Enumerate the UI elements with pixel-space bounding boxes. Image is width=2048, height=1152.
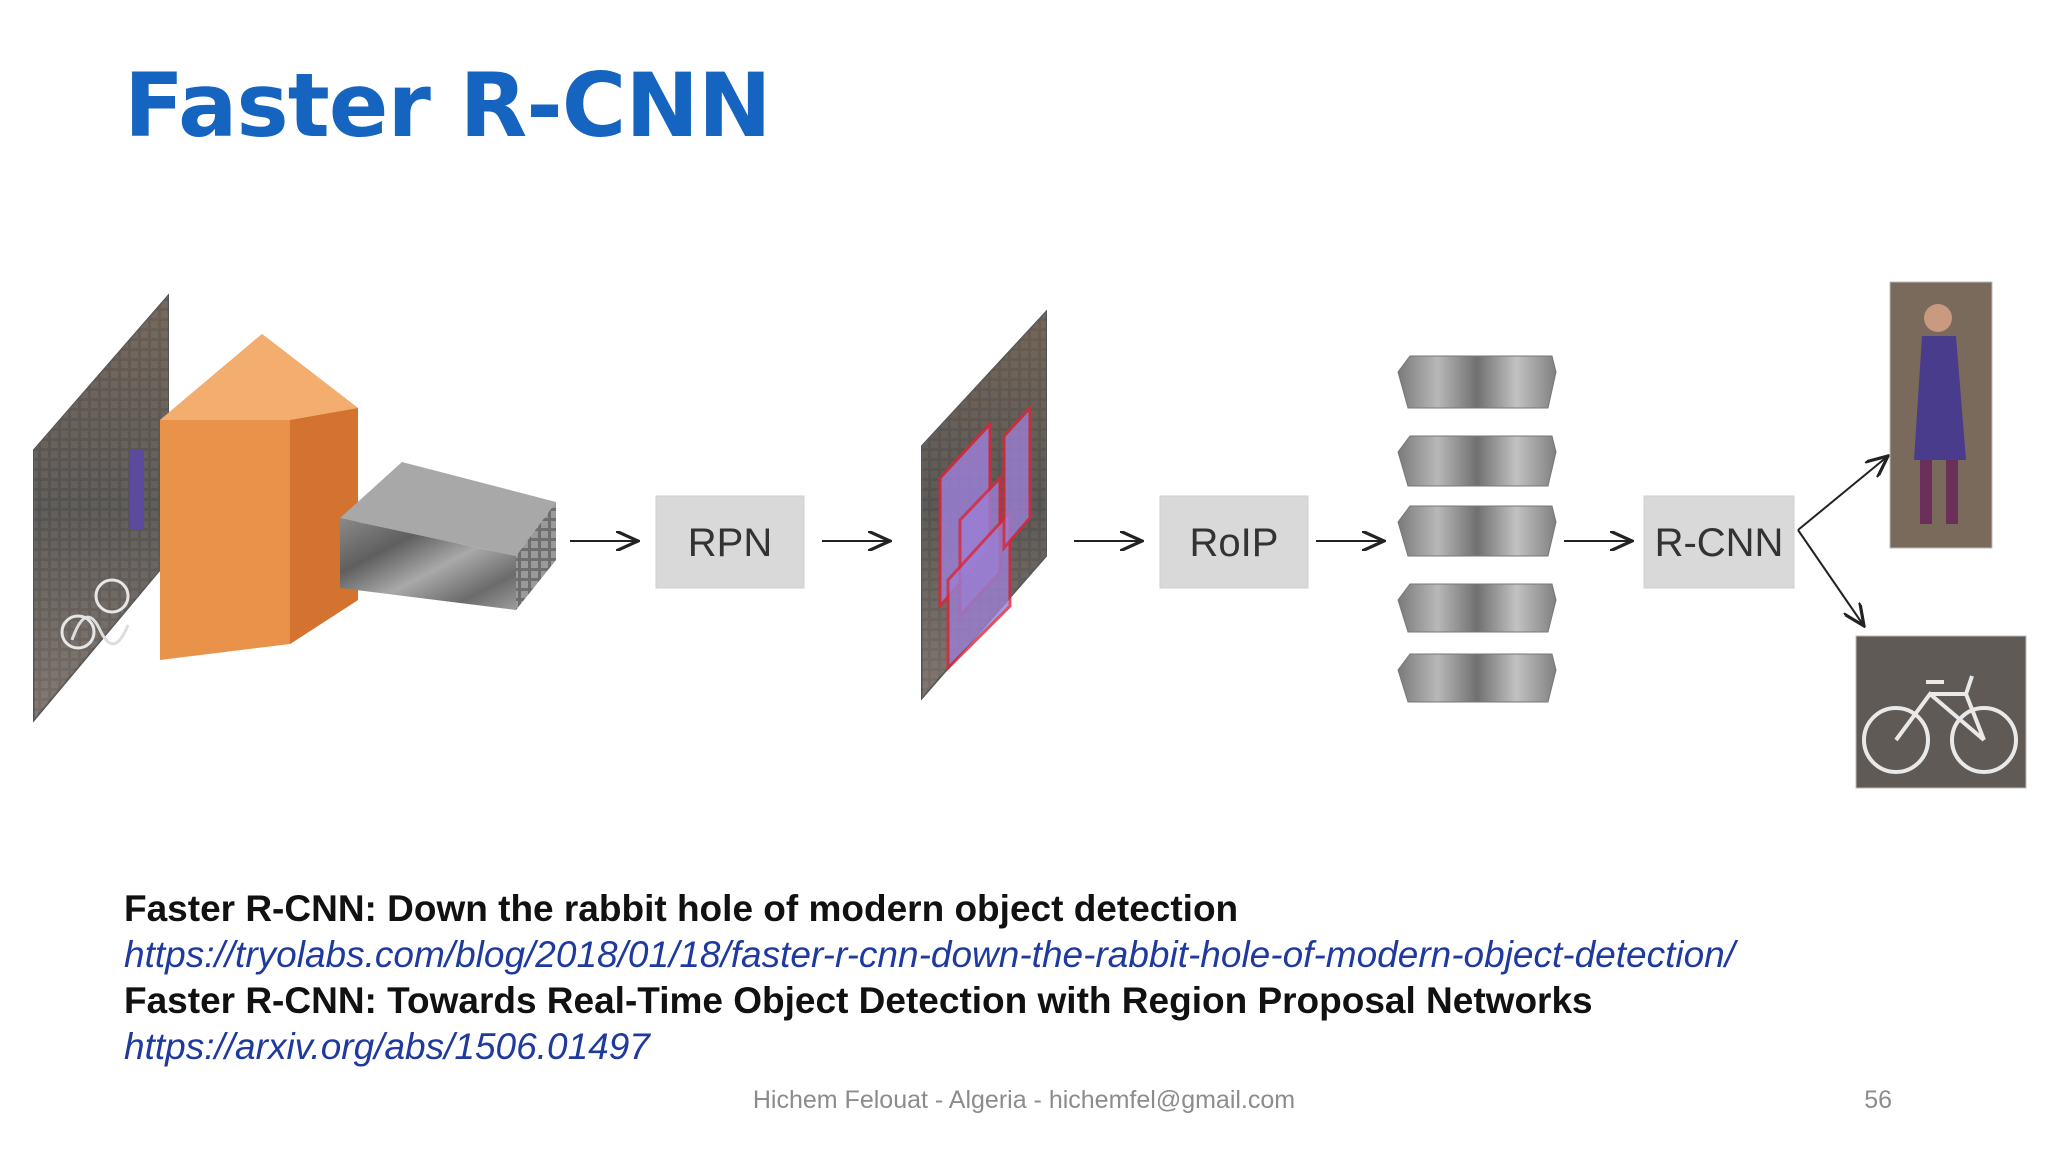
roip-box: RoIP <box>1159 495 1309 589</box>
pooled-feature-bar <box>1397 583 1557 633</box>
detected-bicycle-image <box>1855 635 2027 789</box>
pooled-feature-bar <box>1397 355 1557 409</box>
slide-title: Faster R-CNN <box>124 54 772 157</box>
cnn-backbone-block <box>160 334 358 660</box>
reference-link[interactable]: https://arxiv.org/abs/1506.01497 <box>124 1026 650 1067</box>
arrow <box>1797 456 1888 531</box>
detected-person-image <box>1889 281 1993 549</box>
roip-label: RoIP <box>1190 521 1279 565</box>
page-number: 56 <box>1864 1086 1892 1114</box>
references: Faster R-CNN: Down the rabbit hole of mo… <box>124 886 1984 1070</box>
pooled-feature-bar <box>1397 653 1557 703</box>
rpn-box: RPN <box>655 495 805 589</box>
input-image <box>33 293 169 723</box>
reference-title: Faster R-CNN: Down the rabbit hole of mo… <box>124 888 1239 929</box>
faster-rcnn-diagram: RPN RoIP <box>0 260 2048 820</box>
arrow <box>1797 529 1864 626</box>
pooled-features <box>1397 355 1557 703</box>
reference-link[interactable]: https://tryolabs.com/blog/2018/01/18/fas… <box>124 934 1736 975</box>
feature-map <box>340 462 556 610</box>
rcnn-label: R-CNN <box>1655 521 1784 565</box>
rcnn-box: R-CNN <box>1643 495 1795 589</box>
footer-author: Hichem Felouat - Algeria - hichemfel@gma… <box>752 1086 1296 1114</box>
rpn-label: RPN <box>688 521 772 565</box>
pooled-feature-bar <box>1397 505 1557 557</box>
pooled-feature-bar <box>1397 435 1557 487</box>
reference-title: Faster R-CNN: Towards Real-Time Object D… <box>124 980 1593 1021</box>
region-proposals-image <box>921 309 1047 701</box>
